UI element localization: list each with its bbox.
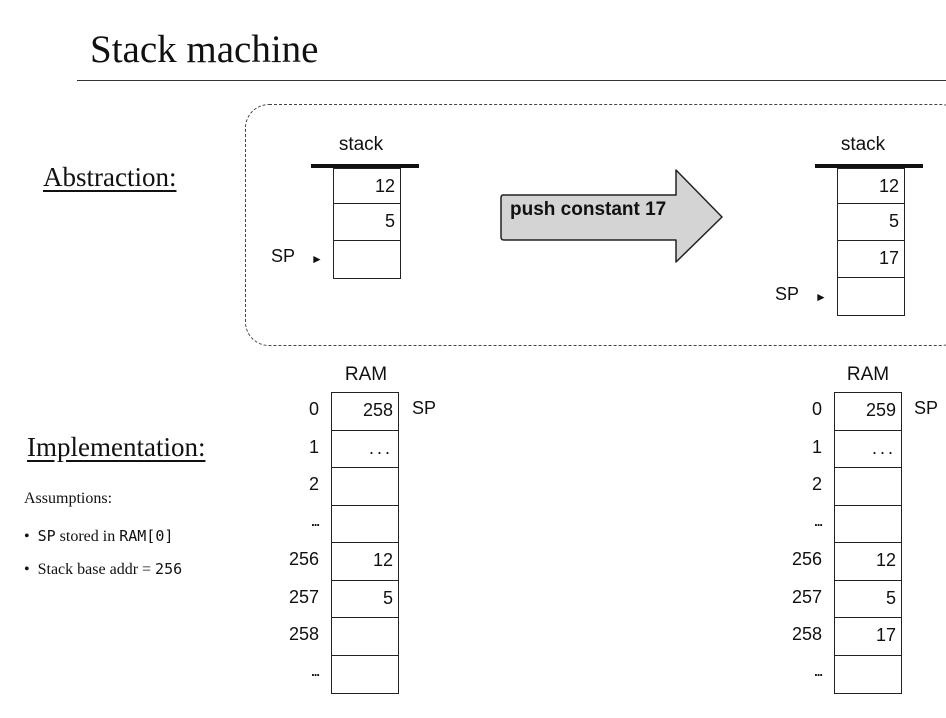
ram-address: 256 <box>288 549 319 569</box>
operation-label: push constant 17 <box>510 199 667 220</box>
ram-cell: 5 <box>331 580 399 619</box>
ram-after-label: RAM <box>846 364 890 385</box>
ram-address: ... <box>311 664 320 679</box>
ram-cell <box>331 617 399 656</box>
ram-address: 256 <box>791 549 822 569</box>
ram-cell <box>834 467 902 506</box>
ram-address: 257 <box>288 587 319 607</box>
stack-pointer-arrow-icon: ► <box>311 252 323 266</box>
assumption-text: Stack base addr = <box>37 561 156 578</box>
ram-cell: 258 <box>331 392 399 431</box>
ram-address: 2 <box>811 474 822 494</box>
ram-address: 258 <box>791 624 822 644</box>
stack-after-cell: 12 <box>837 168 905 205</box>
page-title: Stack machine <box>90 28 319 71</box>
stack-pointer-arrow-icon: ► <box>815 290 827 304</box>
ram-address: 257 <box>791 587 822 607</box>
assumption-stack-base: • Stack base addr = 256 <box>24 560 182 579</box>
stack-after-cell: 5 <box>837 203 905 242</box>
code-sp: SP <box>37 527 56 545</box>
stack-after-label: stack <box>840 134 886 155</box>
push-arrow-icon <box>500 169 723 263</box>
ram-cell: 12 <box>331 542 399 581</box>
ram-address: 1 <box>811 437 822 457</box>
ram-sp-tag: SP <box>412 398 437 418</box>
ram-cell: ... <box>834 430 902 469</box>
ram-address: 0 <box>308 399 319 419</box>
title-divider <box>77 80 946 81</box>
ram-address: 2 <box>308 474 319 494</box>
stack-after-cell <box>837 277 905 316</box>
stack-pointer-label: SP <box>271 246 296 266</box>
stack-after-cell: 17 <box>837 240 905 279</box>
assumption-text: stored in <box>55 528 120 545</box>
ram-cell <box>834 505 902 544</box>
stack-before-cell: 5 <box>333 203 401 242</box>
ram-cell <box>331 467 399 506</box>
ram-cell: 12 <box>834 542 902 581</box>
assumptions-title: Assumptions: <box>24 490 113 507</box>
ram-before-label: RAM <box>344 364 388 385</box>
ram-address: ... <box>311 514 320 529</box>
ram-cell: 259 <box>834 392 902 431</box>
stack-after-top-bar <box>815 164 923 168</box>
stack-before-top-bar <box>311 164 419 168</box>
ram-cell: 5 <box>834 580 902 619</box>
ram-cell <box>331 655 399 694</box>
ram-address: 0 <box>811 399 822 419</box>
ram-cell: 17 <box>834 617 902 656</box>
ram-address: 1 <box>308 437 319 457</box>
code-256: 256 <box>155 560 183 578</box>
stack-before-label: stack <box>338 134 384 155</box>
abstraction-frame <box>245 104 946 346</box>
stack-before-cell <box>333 240 401 279</box>
bullet-marker: • <box>24 528 30 545</box>
ram-address: 258 <box>288 624 319 644</box>
stack-before-cell: 12 <box>333 168 401 205</box>
ram-address: ... <box>814 664 823 679</box>
implementation-heading: Implementation: <box>27 432 206 462</box>
ram-cell <box>331 505 399 544</box>
ram-sp-tag: SP <box>914 398 939 418</box>
ram-cell: ... <box>331 430 399 469</box>
ram-cell <box>834 655 902 694</box>
code-ram0: RAM[0] <box>119 527 174 545</box>
ram-address: ... <box>814 514 823 529</box>
assumption-sp-location: • SP stored in RAM[0] <box>24 527 173 546</box>
stack-pointer-label: SP <box>775 284 800 304</box>
bullet-marker: • <box>24 561 30 578</box>
abstraction-heading: Abstraction: <box>43 162 177 192</box>
